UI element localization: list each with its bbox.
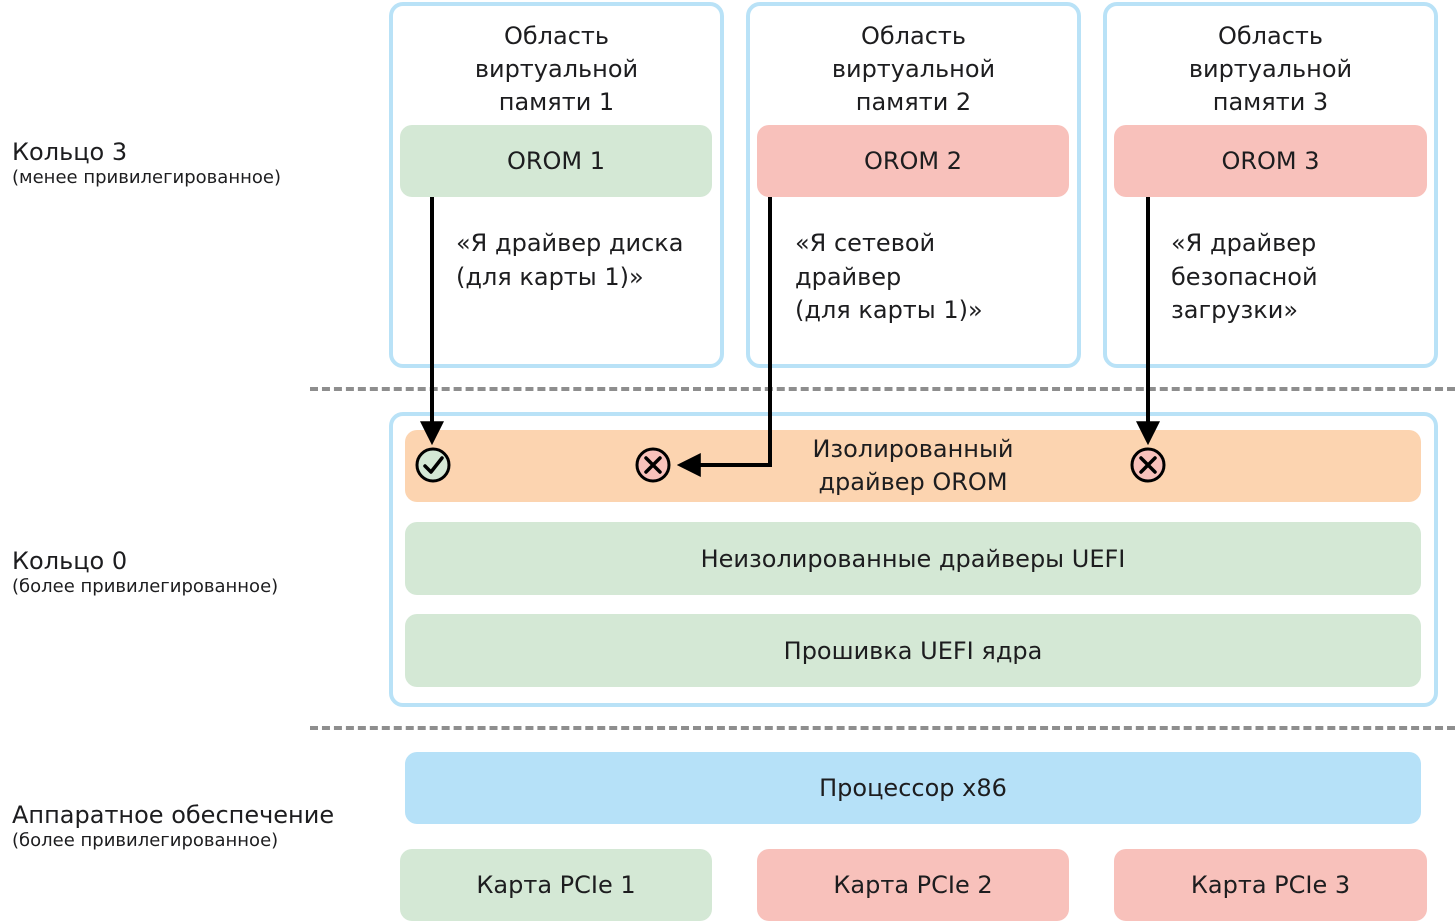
ring0-label: Кольцо 0 (более привилегированное): [12, 546, 278, 598]
check-circle-icon: [415, 447, 451, 483]
orom-1-claim: «Я драйвер диска (для карты 1)»: [456, 229, 684, 291]
hardware-title: Аппаратное обеспечение: [12, 801, 335, 829]
pcie-card-2: Карта PCIe 2: [757, 849, 1069, 921]
uefi-drivers: Неизолированные драйверы UEFI: [405, 522, 1421, 595]
orom-3-claim: «Я драйвер безопасной загрузки»: [1171, 229, 1318, 324]
orom-2: OROM 2: [757, 125, 1069, 197]
x-circle-icon: [1130, 447, 1166, 483]
hardware-subtitle: (более привилегированное): [12, 830, 279, 851]
vm-space-2-title: Область виртуальной памяти 2: [831, 22, 996, 116]
vm-space-3-title: Область виртуальной памяти 3: [1188, 22, 1353, 116]
pcie-card-3: Карта PCIe 3: [1114, 849, 1427, 921]
orom-2-arrow: [676, 197, 772, 477]
ring-boundary-upper: [310, 387, 1455, 391]
ring0-title: Кольцо 0: [12, 547, 128, 575]
ring-boundary-lower: [310, 726, 1455, 730]
orom-2-claim: «Я сетевой драйвер (для карты 1)»: [795, 229, 983, 324]
ring3-label: Кольцо 3 (менее привилегированное): [12, 137, 281, 189]
hardware-label: Аппаратное обеспечение (более привилегир…: [12, 800, 334, 852]
pcie-card-1: Карта PCIe 1: [400, 849, 712, 921]
ring3-title: Кольцо 3: [12, 138, 128, 166]
orom-3: OROM 3: [1114, 125, 1427, 197]
cpu-x86: Процессор x86: [405, 752, 1421, 824]
x-circle-icon: [635, 447, 671, 483]
ring0-subtitle: (более привилегированное): [12, 576, 279, 597]
vm-space-1-title: Область виртуальной памяти 1: [474, 22, 639, 116]
ring3-subtitle: (менее привилегированное): [12, 167, 281, 188]
orom-1: OROM 1: [400, 125, 712, 197]
uefi-firmware: Прошивка UEFI ядра: [405, 614, 1421, 687]
isolated-orom-driver: Изолированный драйвер OROM: [405, 430, 1421, 502]
